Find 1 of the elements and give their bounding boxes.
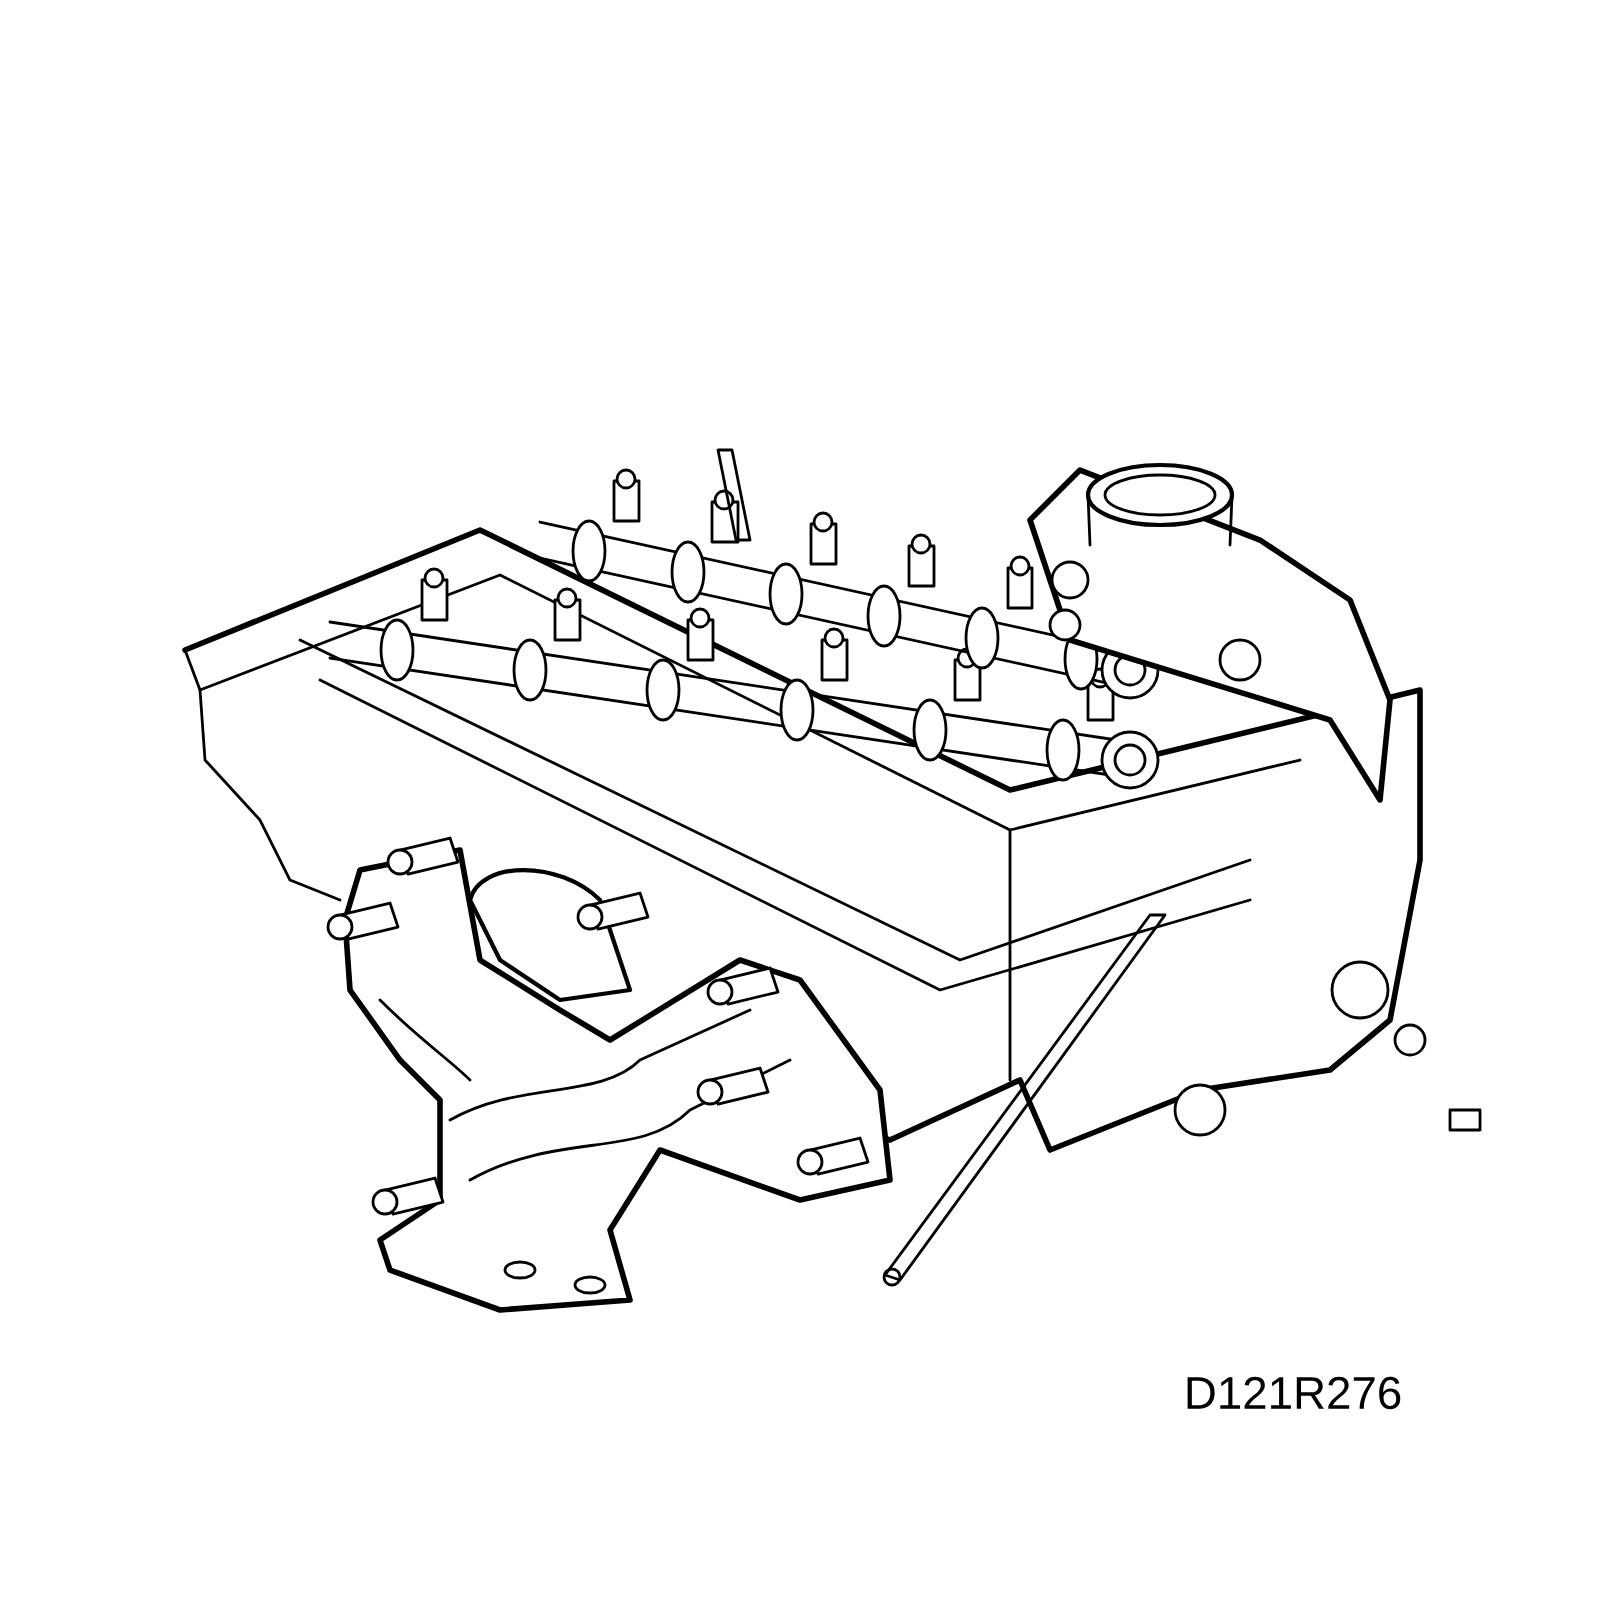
figure-code: D121R276 bbox=[1187, 1376, 1401, 1410]
